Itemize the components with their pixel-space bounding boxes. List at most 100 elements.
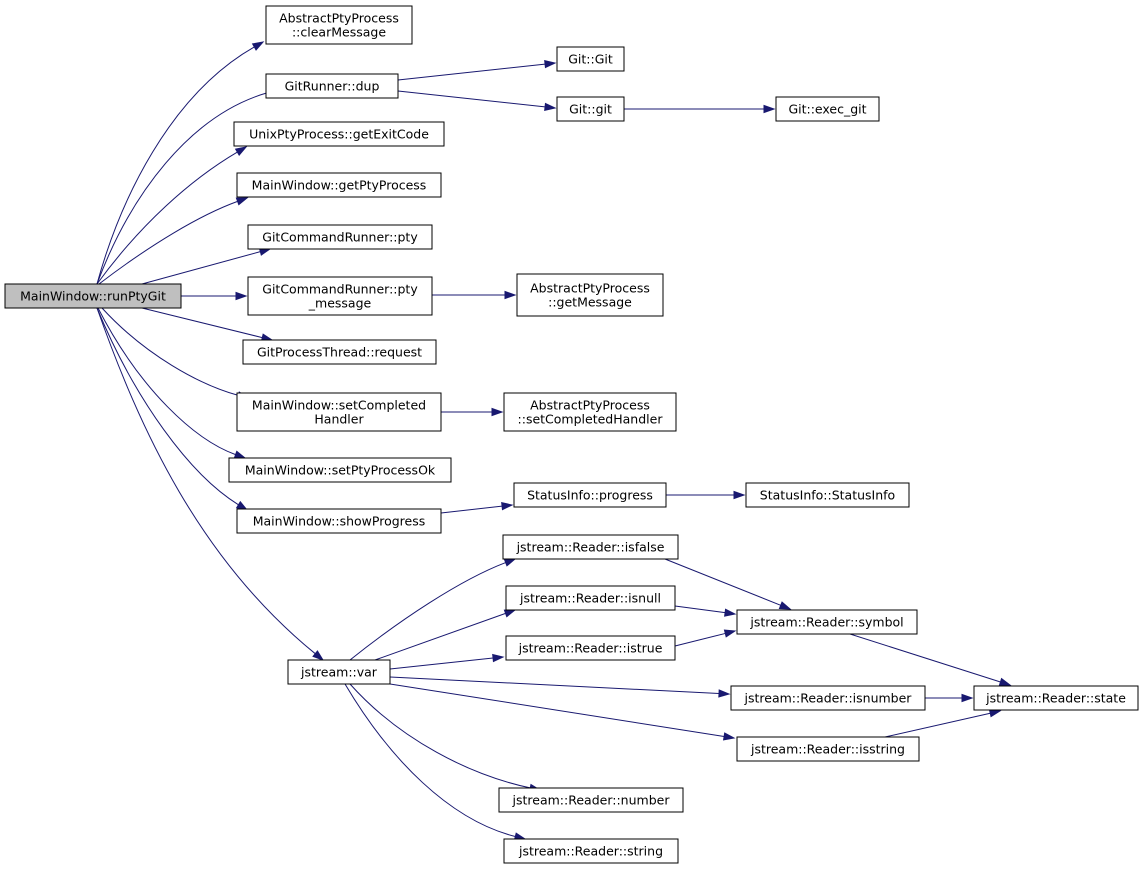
node-box (513, 482, 667, 508)
node-label: jstream::Reader::number (512, 793, 671, 808)
arrowhead-icon (234, 146, 248, 156)
edge-runPtyGit-to-getPtyProcess (98, 197, 249, 285)
node-state[interactable]: jstream::Reader::state (973, 685, 1139, 711)
node-label: GitRunner::dup (285, 79, 380, 94)
node-Gitgit[interactable]: Git::git (556, 96, 625, 122)
node-box (745, 482, 910, 508)
edge-line (397, 90, 546, 108)
node-box (265, 5, 413, 45)
edge-dup-to-Gitgit (397, 90, 557, 112)
edge-line (374, 612, 506, 661)
arrowhead-icon (501, 501, 514, 511)
edge-var-to-isnumber (389, 676, 731, 698)
node-box (556, 46, 625, 72)
edge-line (98, 200, 238, 285)
arrowhead-icon (491, 407, 504, 417)
node-label: jstream::Reader::state (985, 691, 1126, 706)
edge-isnull-to-symbol (674, 605, 737, 617)
edge-line (344, 683, 516, 838)
node-box (498, 787, 684, 813)
node-pty[interactable]: GitCommandRunner::pty (247, 224, 433, 250)
node-label: MainWindow::runPtyGit (20, 289, 166, 304)
node-box (736, 736, 920, 762)
arrowhead-icon (544, 102, 557, 112)
node-label: UnixPtyProcess::getExitCode (249, 127, 429, 142)
node-label: MainWindow::setCompleted (252, 398, 426, 413)
node-box (287, 659, 391, 685)
arrowhead-icon (492, 653, 505, 663)
arrowhead-icon (763, 104, 776, 114)
edge-isfalse-to-symbol (664, 558, 792, 610)
node-isnumber[interactable]: jstream::Reader::isnumber (730, 685, 926, 711)
node-pty_message[interactable]: GitCommandRunner::pty_message (247, 276, 433, 316)
node-box (505, 585, 676, 611)
node-box (4, 283, 182, 309)
arrowhead-icon (733, 490, 746, 500)
node-label: StatusInfo::StatusInfo (760, 488, 895, 503)
node-setPtyProcessOk[interactable]: MainWindow::setPtyProcessOk (228, 457, 452, 483)
edge-line (141, 251, 261, 285)
node-symbol[interactable]: jstream::Reader::symbol (736, 609, 918, 635)
edge-isnumber-to-state (925, 693, 974, 703)
nodes-layer: MainWindow::runPtyGitAbstractPtyProcess:… (4, 5, 1139, 864)
arrowhead-icon (503, 558, 517, 567)
arrowhead-icon (961, 693, 974, 703)
node-label: jstream::Reader::isnull (519, 591, 661, 606)
edge-line (884, 712, 991, 738)
edge-var-to-isnull (374, 609, 517, 661)
arrowhead-icon (998, 677, 1012, 686)
node-GitGit[interactable]: Git::Git (556, 46, 625, 72)
edge-line (96, 307, 239, 506)
edge-isstring-to-state (884, 709, 1002, 738)
edge-var-to-isstring (389, 683, 736, 741)
edge-var-to-string (344, 683, 527, 841)
node-label: jstream::Reader::isstring (750, 742, 905, 757)
node-exec_git[interactable]: Git::exec_git (775, 96, 880, 122)
node-StatusInfo[interactable]: StatusInfo::StatusInfo (745, 482, 910, 508)
edge-line (397, 63, 546, 81)
node-label: StatusInfo::progress (527, 488, 653, 503)
node-label: ::getMessage (548, 295, 632, 310)
node-var[interactable]: jstream::var (287, 659, 391, 685)
edges-layer (96, 41, 1012, 841)
node-dup[interactable]: GitRunner::dup (265, 73, 399, 99)
node-box (247, 276, 433, 316)
arrowhead-icon (504, 290, 517, 300)
node-apSetCompletedHandler[interactable]: AbstractPtyProcess::setCompletedHandler (503, 392, 677, 432)
node-box (503, 392, 677, 432)
node-box (502, 534, 679, 560)
edge-Gitgit-to-exec_git (624, 104, 776, 114)
node-label: AbstractPtyProcess (279, 11, 399, 26)
node-getPtyProcess[interactable]: MainWindow::getPtyProcess (236, 172, 442, 198)
edge-setCompletedHandler-to-apSetCompletedHandler (441, 407, 504, 417)
edge-runPtyGit-to-setPtyProcessOk (97, 307, 247, 459)
node-isfalse[interactable]: jstream::Reader::isfalse (502, 534, 679, 560)
edge-line (389, 657, 494, 670)
node-isstring[interactable]: jstream::Reader::isstring (736, 736, 920, 762)
node-getMessage[interactable]: AbstractPtyProcess::getMessage (516, 273, 664, 317)
node-box (236, 172, 442, 198)
node-box (236, 392, 442, 432)
node-showProgress[interactable]: MainWindow::showProgress (236, 508, 442, 534)
edge-runPtyGit-to-showProgress (96, 307, 249, 511)
edge-var-to-istrue (389, 653, 505, 670)
node-getExitCode[interactable]: UnixPtyProcess::getExitCode (233, 121, 445, 147)
node-string[interactable]: jstream::Reader::string (503, 838, 679, 864)
arrowhead-icon (544, 59, 557, 69)
edge-line (97, 307, 236, 456)
edge-istrue-to-symbol (674, 629, 737, 647)
node-runPtyGit[interactable]: MainWindow::runPtyGit (4, 283, 182, 309)
node-box (775, 96, 880, 122)
node-progress[interactable]: StatusInfo::progress (513, 482, 667, 508)
node-request[interactable]: GitProcessThread::request (242, 339, 437, 365)
arrowhead-icon (312, 650, 325, 661)
node-clearMessage[interactable]: AbstractPtyProcess::clearMessage (265, 5, 413, 45)
node-box (236, 508, 442, 534)
node-label: MainWindow::getPtyProcess (252, 178, 427, 193)
node-setCompletedHandler[interactable]: MainWindow::setCompletedHandler (236, 392, 442, 432)
arrowhead-icon (724, 608, 737, 617)
node-box (556, 96, 625, 122)
node-isnull[interactable]: jstream::Reader::isnull (505, 585, 676, 611)
node-number[interactable]: jstream::Reader::number (498, 787, 684, 813)
node-istrue[interactable]: jstream::Reader::istrue (505, 635, 676, 661)
